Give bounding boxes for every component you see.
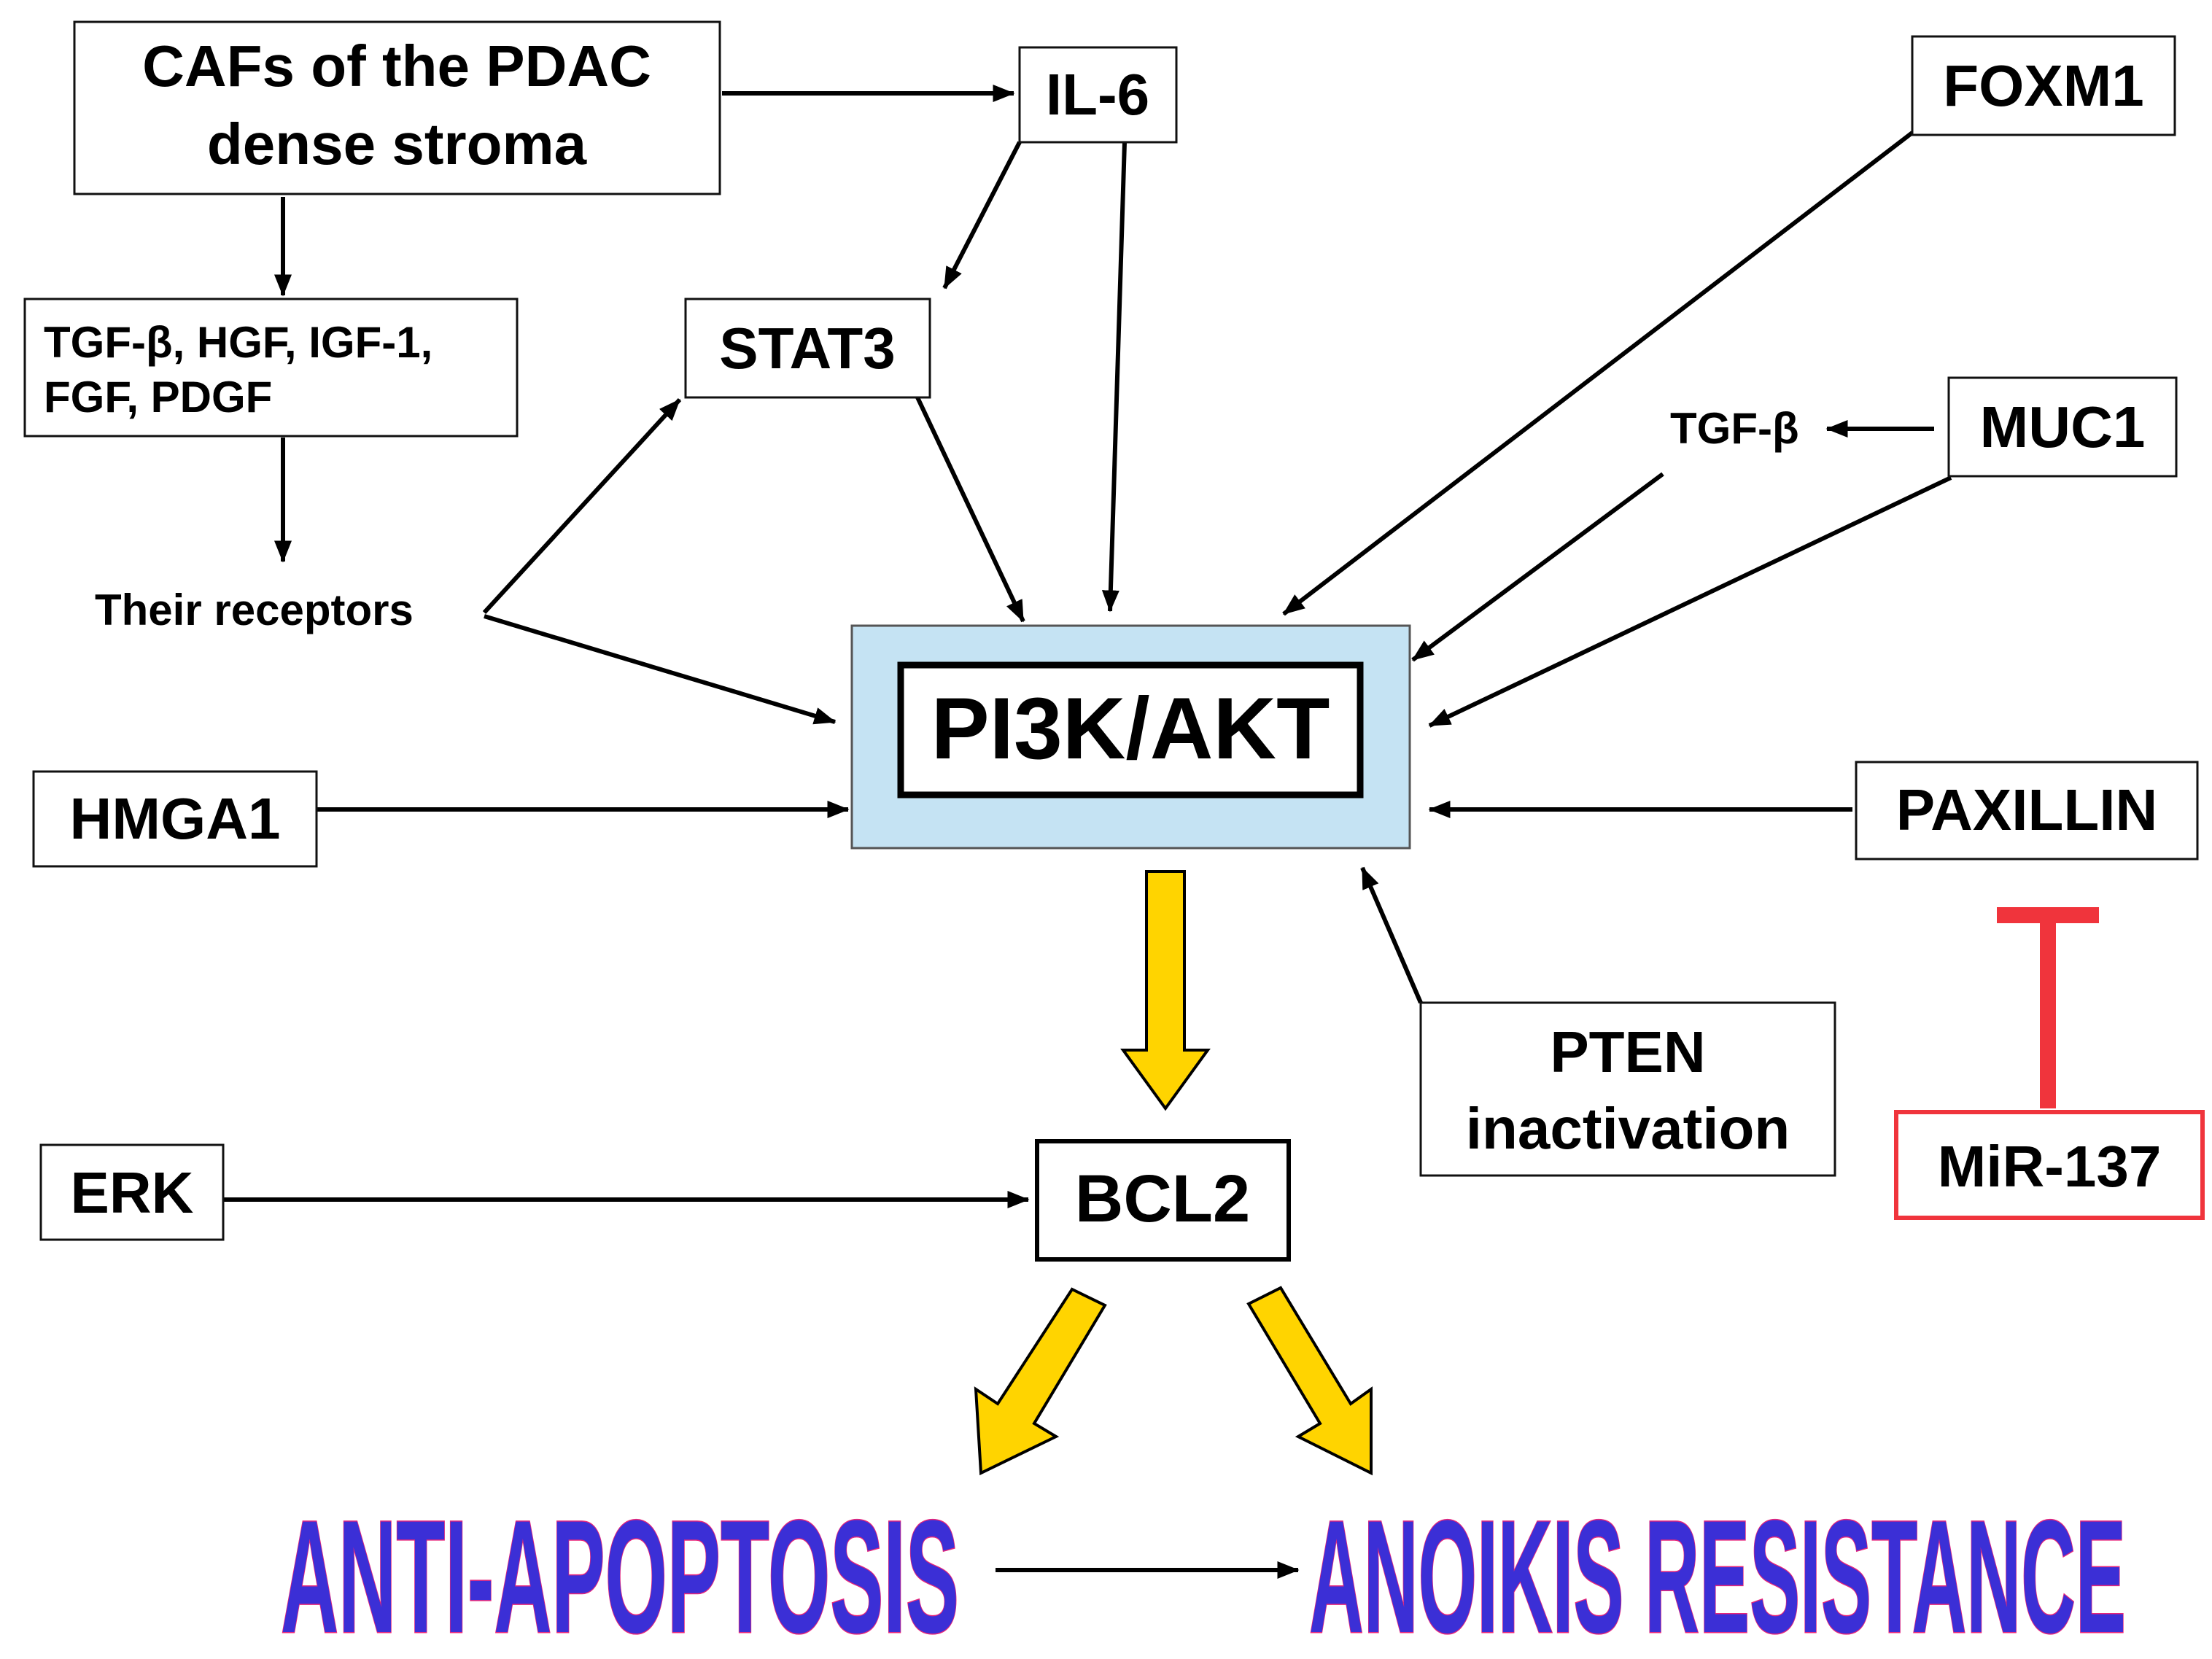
arrow-receptors-to-stat3 <box>482 397 682 615</box>
connector-arrows <box>224 85 1952 1579</box>
tgf-group-label-line2: FGF, PDGF <box>44 373 272 421</box>
node-cafs: CAFs of the PDAC dense stroma <box>73 20 721 195</box>
tgfb-label: TGF-β <box>1670 404 1799 453</box>
bcl2-box <box>1035 1139 1291 1262</box>
node-pi3k-akt: PI3K/AKT <box>850 624 1411 850</box>
node-tgf-group: TGF-β, HGF, IGF-1, FGF, PDGF <box>23 298 519 438</box>
arrow-pten-to-pi3k <box>1360 866 1423 1004</box>
node-stat3: STAT3 <box>684 298 931 399</box>
arrow-muc1-to-pi3k <box>1428 475 1952 728</box>
yellow-arrow-bcl2-to-anti-apoptosis <box>974 1287 1107 1476</box>
node-mir137: MiR-137 <box>1894 1110 2205 1220</box>
node-pten: PTEN inactivation <box>1419 1001 1836 1177</box>
paxillin-label: PAXILLIN <box>1896 777 2158 842</box>
pten-label-line1: PTEN <box>1550 1019 1705 1084</box>
node-paxillin: PAXILLIN <box>1855 761 2199 860</box>
cafs-label-line2: dense stroma <box>207 112 587 176</box>
bcl2-label: BCL2 <box>1075 1162 1250 1236</box>
node-erk: ERK <box>39 1143 225 1241</box>
yellow-arrow-bcl2-to-anoikis <box>1246 1286 1373 1476</box>
hmga1-label: HMGA1 <box>70 786 281 851</box>
arrow-receptors-to-pi3k <box>484 614 837 725</box>
muc1-label: MUC1 <box>1980 395 2146 459</box>
cafs-label-line1: CAFs of the PDAC <box>142 34 651 98</box>
arrow-tgfb-to-pi3k <box>1411 472 1664 662</box>
stat3-label: STAT3 <box>719 316 895 381</box>
pi3k-inner-box <box>897 661 1364 799</box>
yellow-arrow-pi3k-to-bcl2 <box>1120 870 1211 1111</box>
anoikis-resistance-label: ANOIKIS RESISTANCE <box>1309 1487 2126 1659</box>
arrow-foxm1-to-pi3k <box>1282 131 1914 616</box>
mir137-box <box>1894 1110 2205 1220</box>
il6-label: IL-6 <box>1046 62 1149 127</box>
yellow-block-arrows <box>974 870 1373 1476</box>
node-foxm1: FOXM1 <box>1911 35 2176 136</box>
foxm1-label: FOXM1 <box>1943 53 2144 118</box>
arrow-il6-to-stat3 <box>942 141 1022 290</box>
tgf-group-label-line1: TGF-β, HGF, IGF-1, <box>44 318 432 367</box>
erk-label: ERK <box>71 1160 194 1225</box>
node-hmga1: HMGA1 <box>32 770 318 868</box>
pi3k-label: PI3K/AKT <box>931 680 1330 777</box>
pten-label-line2: inactivation <box>1466 1096 1790 1161</box>
arrow-stat3-to-pi3k <box>915 396 1025 623</box>
node-il6: IL-6 <box>1018 46 1178 144</box>
mir137-label: MiR-137 <box>1938 1134 2162 1199</box>
receptors-label: Their receptors <box>95 586 414 634</box>
inhibition-mir137-paxillin <box>1997 907 2099 1108</box>
arrow-il6-to-pi3k <box>1101 141 1127 613</box>
anti-apoptosis-label: ANTI-APOPTOSIS <box>281 1487 959 1659</box>
node-muc1: MUC1 <box>1947 376 2178 478</box>
node-bcl2: BCL2 <box>1035 1139 1291 1262</box>
